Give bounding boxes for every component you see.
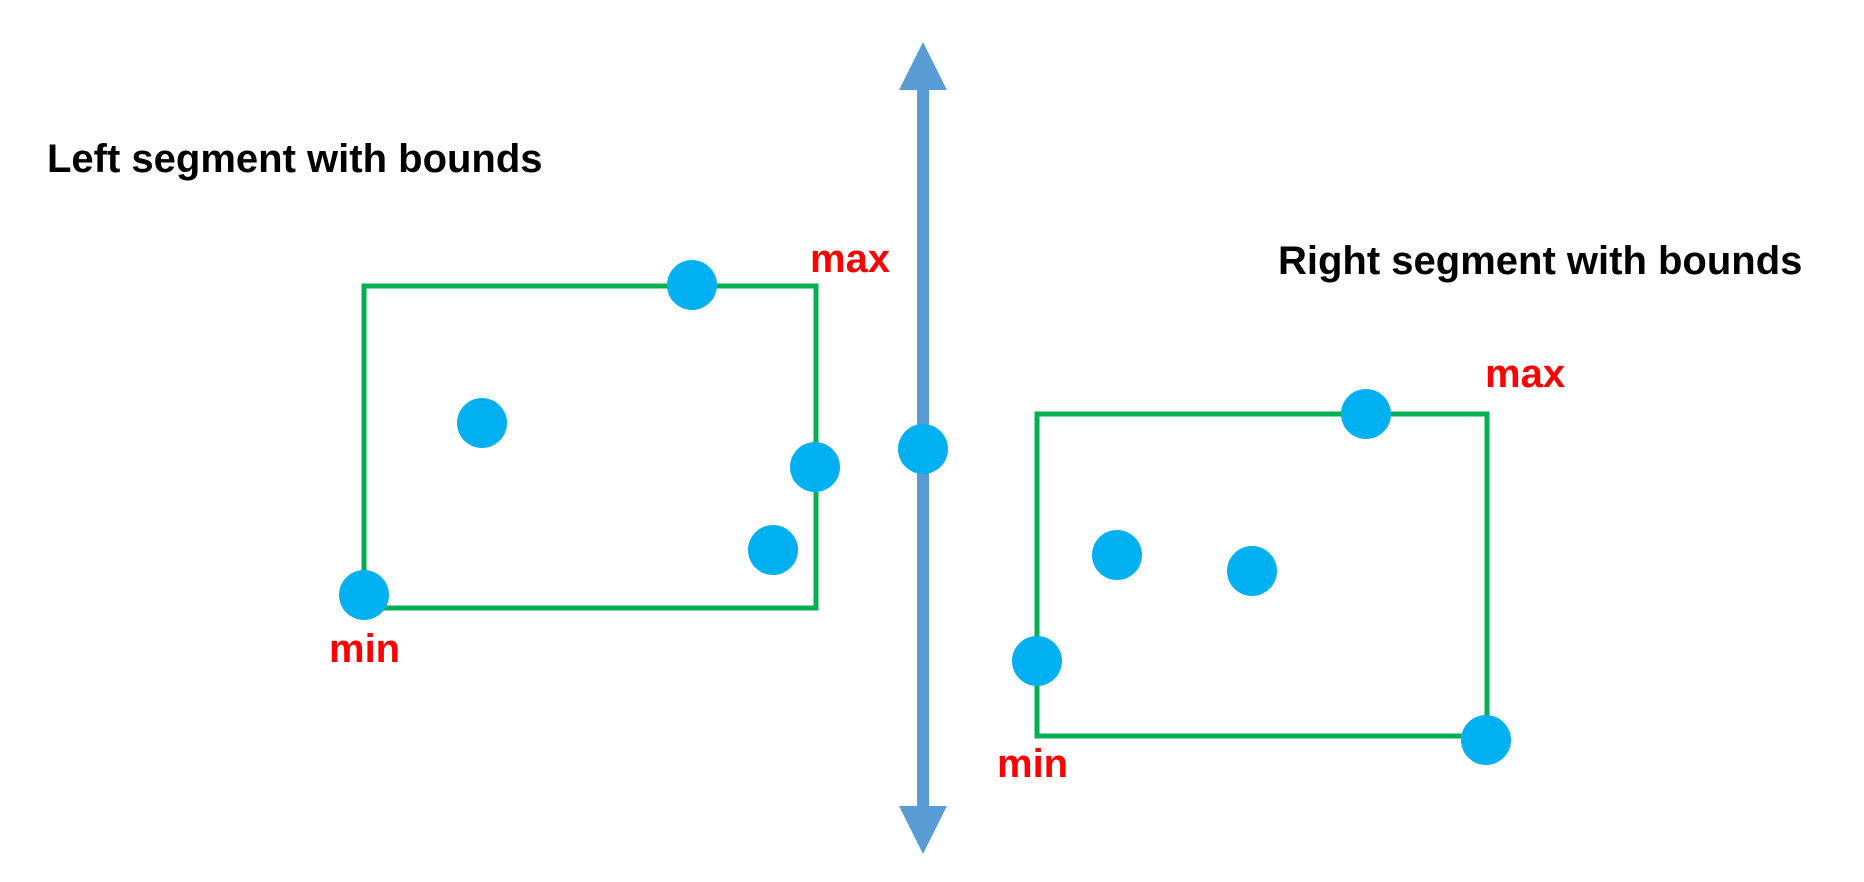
left-min-label: min <box>329 627 400 671</box>
right-point <box>1461 715 1511 765</box>
left-point <box>790 442 840 492</box>
left-bounding-box <box>361 283 819 611</box>
left-segment-title: Left segment with bounds <box>47 137 543 181</box>
right-max-label: max <box>1485 352 1565 396</box>
left-max-label: max <box>810 237 890 281</box>
right-bounding-box <box>1034 411 1490 739</box>
right-segment-title: Right segment with bounds <box>1278 239 1802 283</box>
right-point <box>1092 530 1142 580</box>
right-point <box>1012 636 1062 686</box>
left-point <box>339 570 389 620</box>
left-point <box>748 525 798 575</box>
right-point <box>1341 389 1391 439</box>
right-point <box>1227 546 1277 596</box>
left-point <box>667 260 717 310</box>
split-point <box>898 424 948 474</box>
left-point <box>457 398 507 448</box>
right-min-label: min <box>997 742 1068 786</box>
